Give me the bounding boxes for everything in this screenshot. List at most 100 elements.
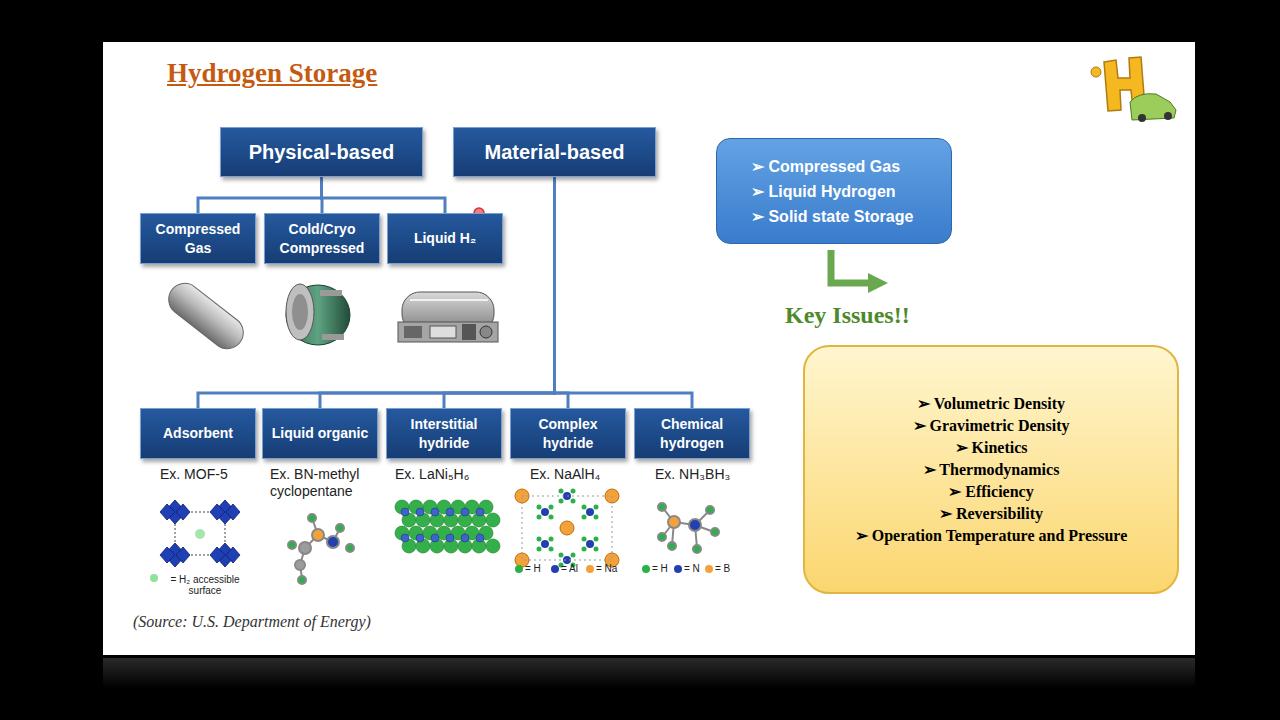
legend-text: = H [525,563,541,574]
legend-swatch [674,565,682,573]
art-shape [446,534,454,542]
art-shape [586,508,594,516]
art-shape [476,508,484,516]
art-shape [288,541,296,549]
art-shape [594,505,599,510]
art-shape [537,547,542,552]
source-note: (Source: U.S. Department of Energy) [133,612,433,632]
legend-swatch [586,565,594,573]
node-text: Complex hydride [516,415,620,453]
example-label: Ex. MOF-5 [160,466,260,483]
art-shape [446,508,454,516]
node-text: Adsorbent [163,424,233,443]
compressed-gas-tank [162,277,249,355]
node-text: ➢ Volumetric Density [917,393,1065,415]
summary-box: ➢ Compressed Gas➢ Liquid Hydrogen➢ Solid… [716,138,952,244]
art-shape [299,542,311,554]
art-shape [571,489,576,494]
naalh4-lattice [515,489,619,568]
tree-connector [555,177,569,408]
art-shape [286,284,314,340]
node-text: Chemical hydrogen [640,415,744,453]
issues-box: ➢ Volumetric Density➢ Gravimetric Densit… [803,345,1179,594]
art-shape [522,496,612,560]
art-shape [162,277,249,355]
nh3bh3-molecule [658,503,719,553]
art-shape [594,547,599,552]
art-shape [582,537,587,542]
art-shape [416,534,424,542]
art-shape [160,543,190,567]
material-box: Liquid organic [262,408,378,459]
node-text: ➢ Kinetics [955,437,1028,459]
art-shape [1091,67,1101,77]
legend-text: = H [652,563,668,574]
art-shape [658,533,666,541]
art-shape [295,560,305,570]
art-shape [298,576,306,584]
art-shape [320,290,342,296]
art-shape [195,529,205,539]
logo [1091,57,1176,122]
art-shape [586,540,594,548]
legend-swatch [642,565,650,573]
node-text: Cold/Cryo Compressed [270,220,374,258]
art-shape [431,534,439,542]
node-text: Liquid H₂ [414,229,476,248]
tree-connector [320,177,555,408]
method-box: Liquid H₂ [387,213,503,264]
legend-item: = H₂ accessible surface [150,574,250,596]
node-text: Material-based [484,141,624,164]
legend-item: = Al [551,563,585,574]
legend-swatch [705,565,713,573]
node-text: ➢ Solid state Storage [751,204,913,229]
art-shape [831,250,870,283]
node-text: Physical-based [249,141,395,164]
node-text: ➢ Gravimetric Density [913,415,1070,437]
art-shape [594,537,599,542]
node-text: Interstitial hydride [392,415,496,453]
tree-connector [198,177,555,408]
art-shape [410,299,488,301]
node-text: ➢ Liquid Hydrogen [751,179,896,204]
legend-item: = B [705,563,737,574]
art-shape [401,534,409,542]
art-shape [549,505,554,510]
art-shape [1164,112,1172,120]
art-shape [711,528,719,536]
art-shape [537,537,542,542]
legend-item: = H [515,563,549,574]
art-shape [286,285,350,345]
art-shape [582,505,587,510]
example-label: Ex. NH₃BH₃ [655,466,755,483]
art-shape [322,334,344,340]
art-shape [668,542,676,550]
node-text: Liquid organic [272,424,368,443]
art-shape [689,519,701,531]
material-box: Chemical hydrogen [634,408,750,459]
mof5-structure [160,500,240,567]
art-shape [571,553,576,558]
art-shape [1130,94,1176,120]
art-shape [537,515,542,520]
art-shape [431,508,439,516]
legend-swatch [551,565,559,573]
art-shape [462,324,476,340]
legend-text: = H₂ accessible surface [160,574,250,596]
legend-item: = H [642,563,674,574]
method-box: Cold/Cryo Compressed [264,213,380,264]
material-box: Interstitial hydride [386,408,502,459]
art-shape [549,515,554,520]
art-shape [668,516,680,528]
node-text: ➢ Compressed Gas [751,154,900,179]
art-shape [559,489,564,494]
legend-text: = Al [561,563,578,574]
art-shape [594,515,599,520]
legend-text: = Na [596,563,617,574]
art-shape [292,294,308,330]
art-shape [582,547,587,552]
node-text: ➢ Operation Temperature and Pressure [855,525,1128,547]
key-issues-heading: Key Issues!! [785,301,955,329]
legend-item: = N [674,563,706,574]
example-label: Ex. LaNi₅H₆ [395,466,505,483]
